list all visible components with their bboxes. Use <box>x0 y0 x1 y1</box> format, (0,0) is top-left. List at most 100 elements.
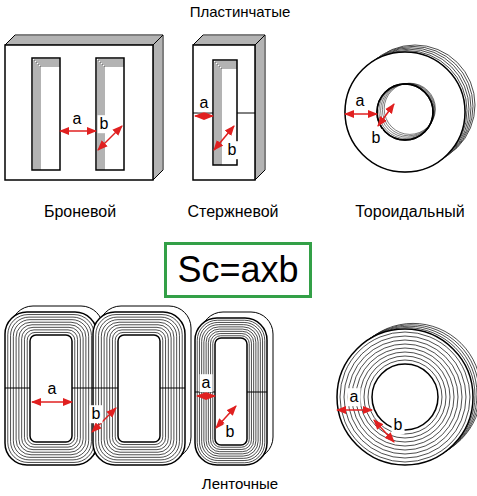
core-ring <box>377 84 433 140</box>
dimension-label: a <box>46 380 59 398</box>
dimension-arrow <box>337 409 372 411</box>
caption-label: Броневой <box>44 203 116 221</box>
core-line <box>259 41 260 176</box>
core-line <box>193 113 213 114</box>
dimension-arrow <box>32 401 72 403</box>
core-outline <box>195 318 267 465</box>
dimension-label: b <box>370 129 383 147</box>
core-outline <box>208 331 253 451</box>
core-line <box>7 43 155 44</box>
caption-label: Ленточные <box>202 476 278 493</box>
core-line <box>38 64 60 65</box>
core-line <box>98 60 124 61</box>
dimension-label: b <box>98 115 111 133</box>
core-line <box>34 60 35 170</box>
core-outline <box>115 332 163 444</box>
caption-label: Тороидальный <box>355 203 464 221</box>
core-line <box>221 68 237 69</box>
dimension-label: b <box>224 423 237 441</box>
core-outline <box>118 335 160 442</box>
core-line <box>102 64 124 65</box>
core-line <box>40 66 60 67</box>
core-line <box>11 39 159 40</box>
core-ring <box>377 84 433 140</box>
core-outline <box>211 334 252 450</box>
core-ring <box>337 329 473 465</box>
core-ring <box>348 340 462 454</box>
core-line <box>72 388 118 389</box>
core-line <box>5 388 30 389</box>
dimension-arrow <box>60 130 96 132</box>
core-outline <box>24 330 77 447</box>
core-ring <box>364 356 446 438</box>
formula-box: Sc=axb <box>164 242 311 297</box>
core-line <box>40 66 41 170</box>
core-line <box>201 37 263 38</box>
core-line <box>215 62 237 63</box>
core-ring <box>384 83 435 134</box>
core-outline <box>96 58 124 170</box>
core-line <box>38 64 39 170</box>
core-outline <box>30 335 72 442</box>
dimension-label: a <box>71 110 84 128</box>
caption-label: Пластинчатые <box>190 4 291 21</box>
core-face <box>193 35 265 45</box>
dimension-label: a <box>354 92 367 110</box>
core-line <box>217 64 237 65</box>
core-line <box>36 62 60 63</box>
core-line <box>160 388 185 389</box>
core-face <box>153 35 163 180</box>
core-line <box>157 41 158 176</box>
core-line <box>221 68 222 165</box>
dimension-arrow <box>378 104 394 126</box>
core-ring <box>356 348 454 446</box>
core-outline <box>112 330 165 447</box>
core-line <box>161 37 162 172</box>
caption-label: Стержневой <box>187 203 278 221</box>
core-face <box>255 35 265 180</box>
core-line <box>13 37 161 38</box>
core-outline <box>213 336 249 447</box>
dimension-label: a <box>200 374 213 392</box>
core-ring <box>360 352 450 442</box>
core-line <box>100 62 124 63</box>
dimension-arrow <box>195 115 213 117</box>
core-line <box>219 66 237 67</box>
core-ring <box>340 332 470 462</box>
dimension-label: a <box>348 388 361 406</box>
core-ring <box>344 336 466 458</box>
core-outline <box>193 45 255 180</box>
core-ring <box>352 344 458 450</box>
core-line <box>263 37 264 172</box>
core-ring <box>345 52 465 172</box>
core-outline <box>32 58 60 170</box>
core-line <box>104 66 124 67</box>
dimension-label: b <box>392 416 405 434</box>
formula-text: Sc=axb <box>177 249 298 290</box>
core-face <box>5 35 163 45</box>
core-line <box>257 43 258 178</box>
core-ring <box>345 52 465 172</box>
dimension-arrow <box>197 395 215 397</box>
core-outline <box>22 327 81 449</box>
dimension-label: a <box>198 94 211 112</box>
core-ring <box>368 360 442 434</box>
core-outline <box>215 338 247 445</box>
core-line <box>261 39 262 174</box>
core-line <box>247 392 267 393</box>
core-outline <box>5 45 153 180</box>
dimension-label: b <box>226 141 239 159</box>
core-line <box>237 113 255 114</box>
dimension-label: b <box>90 405 103 423</box>
core-outline <box>110 327 169 449</box>
cores <box>5 35 477 465</box>
core-line <box>155 43 156 178</box>
dimension-arrow <box>345 113 377 115</box>
core-line <box>34 60 60 61</box>
core-line <box>197 41 259 42</box>
core-ring <box>372 364 438 430</box>
core-line <box>217 64 218 165</box>
core-line <box>159 39 160 174</box>
core-line <box>9 41 157 42</box>
